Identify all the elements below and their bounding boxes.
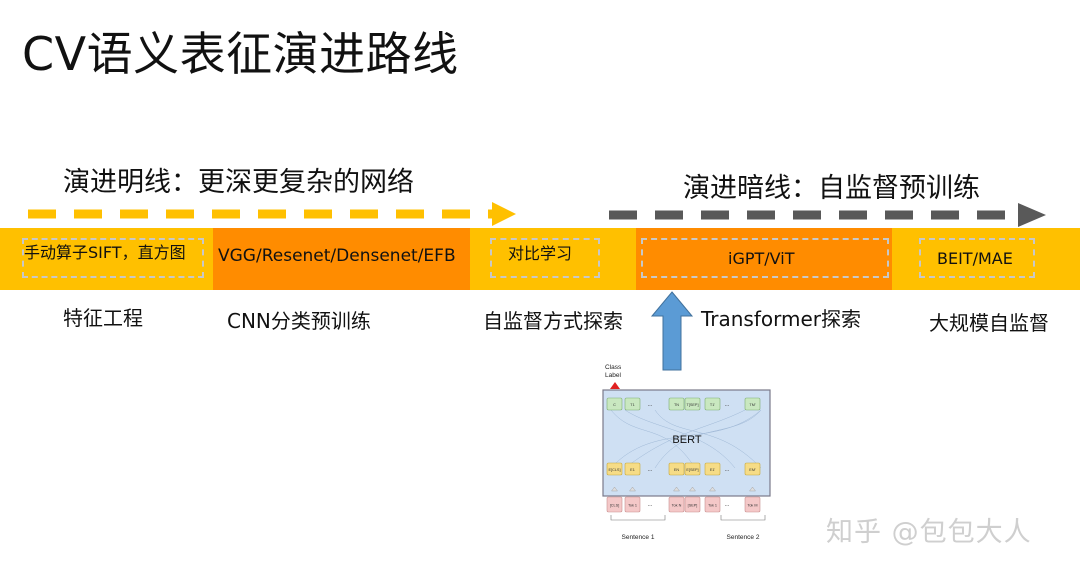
bert-input-token-box xyxy=(744,496,761,513)
slide-title: CV语义表征演进路线 xyxy=(22,27,459,81)
up-arrow xyxy=(650,291,694,371)
segment-contrastive-box xyxy=(490,238,600,278)
bert-input-token-box xyxy=(606,496,623,513)
bert-input-arrow xyxy=(611,486,618,492)
watermark: 知乎 @包包大人 xyxy=(826,517,1032,548)
bert-input-tokens: [CLS] Tok 1 Tok N [SEP] Tok 1 Tok M xyxy=(606,486,761,513)
bert-output-token-text: TN xyxy=(674,403,679,407)
bert-input-token-box xyxy=(624,496,641,513)
bert-output-token-box xyxy=(744,397,761,411)
bert-embedding-token-box xyxy=(668,462,685,476)
bert-embed-tokens: E[CLS] E1 EN E[SEP] E1' EM' xyxy=(606,462,761,476)
bert-output-token-text: TM' xyxy=(749,403,755,407)
bert-input-token-box xyxy=(684,496,701,513)
bert-embedding-token-box xyxy=(744,462,761,476)
bert-input-arrow xyxy=(689,486,696,492)
bert-input-token-text: [SEP] xyxy=(688,504,698,508)
bert-output-token-text: T[SEP] xyxy=(686,403,698,407)
sentence-1-label: Sentence 1 xyxy=(622,534,655,541)
bert-output-token-box xyxy=(704,397,721,411)
bert-title: BERT xyxy=(672,434,701,446)
bert-embedding-token-text: E[SEP] xyxy=(686,468,698,472)
bert-output-token-text: T1' xyxy=(710,403,715,407)
segment-contrastive-text: 对比学习 xyxy=(508,244,573,263)
bert-ellipsis: ... xyxy=(647,467,652,473)
bert-input-arrow xyxy=(749,486,756,492)
bert-input-arrow xyxy=(629,486,636,492)
bert-input-token-box xyxy=(704,496,721,513)
bert-class-label-line1: Class xyxy=(605,364,622,371)
sentence-2-label: Sentence 2 xyxy=(727,534,760,541)
bert-embedding-token-text: EN xyxy=(674,468,680,472)
bert-embedding-token-box xyxy=(624,462,641,476)
evolution-arrows xyxy=(28,202,1046,227)
bert-output-token-box xyxy=(606,397,623,411)
class-label-marker xyxy=(610,382,620,389)
stage-label-selfsup-exploration: 自监督方式探索 xyxy=(483,309,623,333)
stage-label-feature-engineering: 特征工程 xyxy=(63,306,143,330)
bert-input-arrow xyxy=(709,486,716,492)
segment-handcrafted-box xyxy=(22,238,204,278)
bert-ellipsis: ... xyxy=(647,502,652,508)
bert-ellipsis: ... xyxy=(647,402,652,408)
stage-label-large-scale-selfsup: 大规模自监督 xyxy=(929,311,1049,335)
segment-selfsup-box xyxy=(919,238,1035,278)
bert-embedding-token-text: E[CLS] xyxy=(608,468,620,472)
explicit-line-arrow xyxy=(28,202,516,226)
bert-embedding-token-text: EM' xyxy=(749,468,756,472)
bert-ellipsis: ... xyxy=(724,402,729,408)
sentence-brackets xyxy=(610,515,766,521)
bert-class-label-line2: Label xyxy=(605,372,621,379)
bert-embedding-token-box xyxy=(606,462,623,476)
bert-input-token-text: Tok 1 xyxy=(628,504,637,508)
bert-input-token-text: [CLS] xyxy=(610,504,620,508)
bert-output-token-box xyxy=(684,397,701,411)
bert-input-token-text: Tok N xyxy=(672,504,682,508)
implicit-line-arrow xyxy=(609,203,1046,227)
bert-output-token-box xyxy=(624,397,641,411)
segment-transformer-box xyxy=(641,238,889,278)
bert-ellipses: .................. xyxy=(647,402,729,508)
segment-selfsup-text: BEIT/MAE xyxy=(937,249,1013,268)
implicit-line-label: 演进暗线：自监督预训练 xyxy=(683,173,980,204)
explicit-line-label: 演进明线：更深更复杂的网络 xyxy=(63,167,414,198)
bert-output-token-box xyxy=(668,397,685,411)
bert-output-token-text: T1 xyxy=(630,403,634,407)
bert-embedding-token-box xyxy=(684,462,701,476)
bert-input-token-text: Tok M xyxy=(747,504,757,508)
segment-handcrafted-text: 手动算子SIFT，直方图 xyxy=(24,243,186,262)
bert-input-token-text: Tok 1 xyxy=(708,504,717,508)
segment-cnn xyxy=(213,228,470,290)
bert-ellipsis: ... xyxy=(724,467,729,473)
bert-output-token-text: C xyxy=(613,403,616,407)
bert-embedding-token-box xyxy=(704,462,721,476)
bert-input-arrow xyxy=(673,486,680,492)
bert-top-tokens: C T1 TN T[SEP] T1' TM' xyxy=(606,397,761,411)
bert-embedding-token-text: E1' xyxy=(710,468,716,472)
segment-transformer-text: iGPT/ViT xyxy=(728,249,795,268)
stage-label-transformer-exploration: Transformer探索 xyxy=(701,307,862,331)
segment-cnn-text: VGG/Resenet/Densenet/EFB xyxy=(218,246,456,266)
timeline-band: 手动算子SIFT，直方图 VGG/Resenet/Densenet/EFB 对比… xyxy=(0,228,1080,290)
bert-diagram: Class Label BERT C T1 TN T[SEP] T1' TM' E[CLS… xyxy=(602,364,771,541)
bert-embedding-token-text: E1 xyxy=(630,468,635,472)
bert-ellipsis: ... xyxy=(724,502,729,508)
stage-label-cnn-pretraining: CNN分类预训练 xyxy=(227,309,371,333)
bert-input-token-box xyxy=(668,496,685,513)
